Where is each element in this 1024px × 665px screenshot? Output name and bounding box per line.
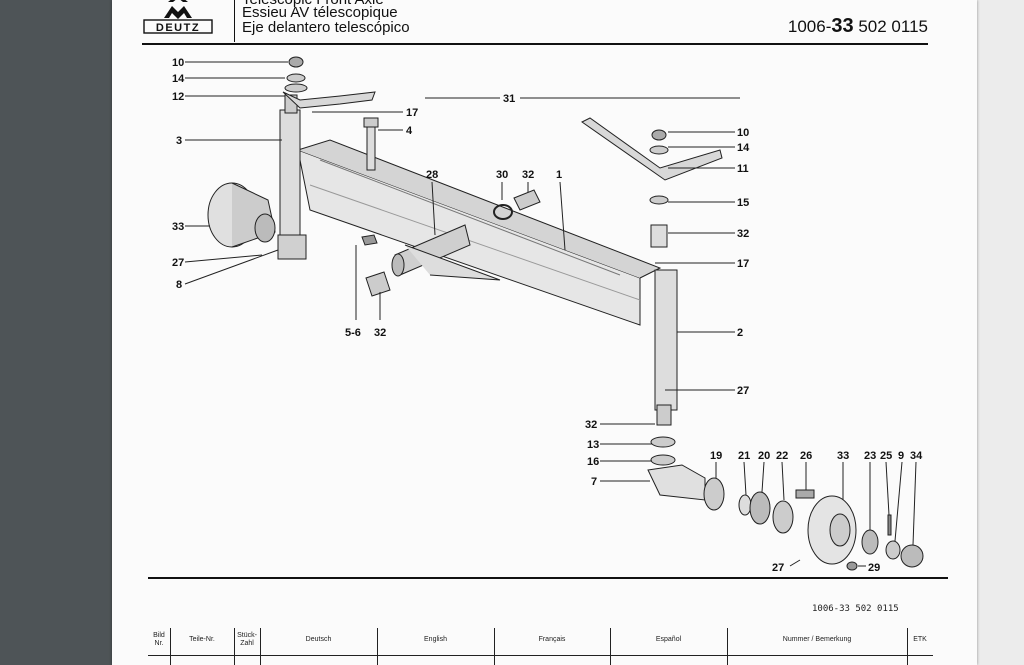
callout-34: 34 [910,450,923,462]
callout-2: 2 [737,327,743,339]
callout-17-upper: 17 [406,107,418,119]
callout-23: 23 [864,450,876,462]
callout-1: 1 [556,169,562,181]
callout-29: 29 [868,562,880,574]
col-espanol: Español [655,636,682,643]
callout-31: 31 [503,93,515,105]
title-spanish: Eje delantero telescópico [242,19,410,36]
exploded-axle-diagram: 10 14 12 3 33 27 8 17 4 31 28 30 32 1 5-… [172,56,924,574]
callout-28: 28 [426,169,438,181]
callout-30: 30 [496,169,508,181]
callout-4: 4 [406,125,413,137]
header-divider [234,0,235,42]
header-rule [142,43,928,45]
col-francais: Français [538,636,566,643]
table-header-rule [148,655,933,656]
callout-32-mid: 32 [374,327,386,339]
col-deutsch: Deutsch [305,636,332,643]
callout-32-right: 32 [737,228,749,240]
callout-15: 15 [737,197,749,209]
callout-10-right: 10 [737,127,749,139]
callout-21: 21 [738,450,750,462]
callout-5-6: 5-6 [345,327,361,339]
callout-3: 3 [176,135,182,147]
callout-14-right: 14 [737,142,750,154]
col-teile-nr: Teile-Nr. [189,636,215,643]
callout-11: 11 [737,163,749,175]
diagram-bottom-rule [148,577,948,579]
footer-reference: 1006-33 502 0115 [812,604,899,614]
callout-16: 16 [587,456,599,468]
title-french: Essieu AV télescopique [242,4,398,21]
callout-19: 19 [710,450,722,462]
callout-33-left: 33 [172,221,184,233]
col-english: English [424,636,447,643]
callout-7: 7 [591,476,597,488]
col-stueckzahl: Stück-Zahl [237,632,257,647]
callout-25: 25 [880,450,892,462]
callout-14-left: 14 [172,73,185,85]
callout-13: 13 [587,439,599,451]
catalog-page: DEUTZ Telescopic Front Axle Essieu AV té… [112,0,977,665]
col-nummer-bemerkung: Nummer / Bemerkung [782,636,852,643]
callout-20: 20 [758,450,770,462]
callout-12: 12 [172,91,184,103]
deutz-logo-icon: DEUTZ [143,0,213,34]
brand-text: DEUTZ [156,22,200,34]
callout-27-left: 27 [172,257,184,269]
callout-10-left: 10 [172,57,184,69]
part-group-code: 1006-33 502 0115 [787,15,928,37]
callout-32-lower: 32 [585,419,597,431]
callout-27-hub: 27 [772,562,784,574]
viewer-background-right [977,0,1024,665]
col-etk: ETK [913,636,927,643]
viewer-background-left [0,0,112,665]
callout-32-upper: 32 [522,169,534,181]
callout-9: 9 [898,450,904,462]
callout-17-right: 17 [737,258,749,270]
callout-8: 8 [176,279,182,291]
title-english: Telescopic Front Axle [242,0,384,8]
callout-26: 26 [800,450,812,462]
callout-22: 22 [776,450,788,462]
callout-27-right: 27 [737,385,749,397]
callout-33-right: 33 [837,450,849,462]
